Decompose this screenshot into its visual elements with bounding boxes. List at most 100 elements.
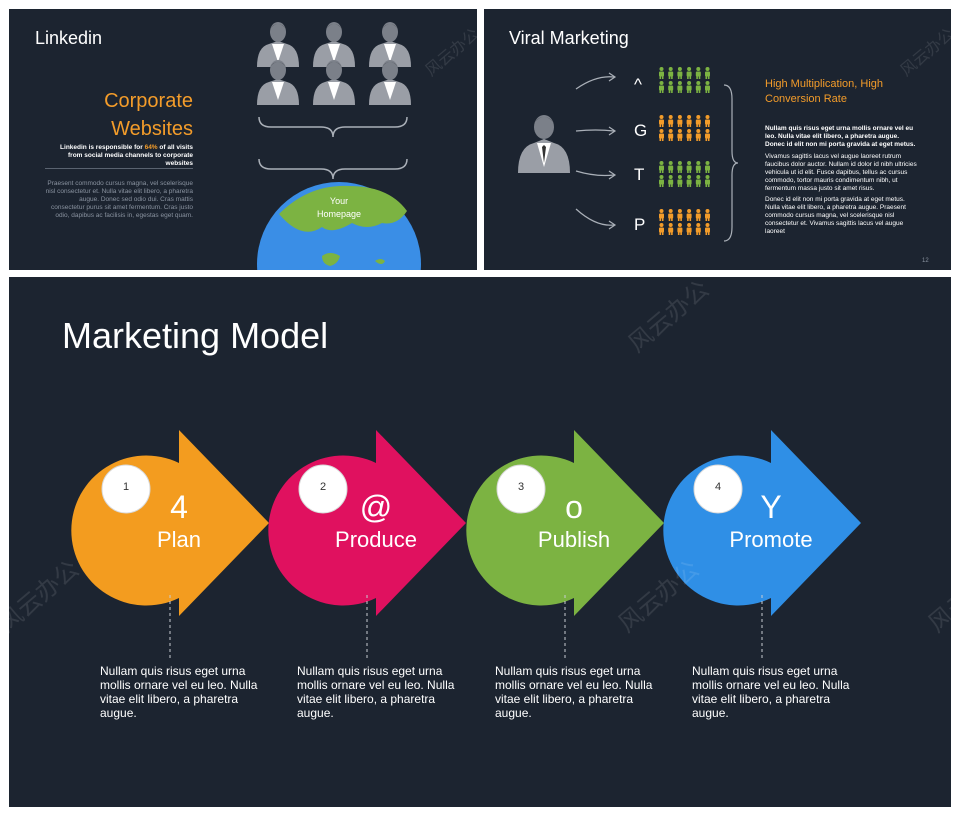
mini-person-icon	[705, 161, 710, 173]
mini-person-icon	[695, 209, 701, 221]
mini-person-icon	[686, 67, 692, 79]
mini-person-icon	[695, 115, 701, 127]
slide-viral-marketing: Viral Marketing ^ G T P High Multiplicat…	[484, 9, 951, 270]
people-group-icon	[257, 22, 411, 105]
arrow-head-icon	[608, 170, 617, 180]
person-icon	[313, 22, 355, 67]
slide1-divider	[45, 168, 193, 169]
person-icon	[257, 22, 299, 67]
slide2-heading-line2: Conversion Rate	[765, 93, 847, 105]
globe-icon	[257, 182, 421, 270]
step-icon: o	[565, 489, 583, 525]
step-shape	[466, 430, 664, 659]
channel-icon: G	[634, 121, 648, 140]
slide1-title: Linkedin	[35, 28, 103, 48]
step-number-circle	[496, 464, 546, 514]
slide1-stat: Linkedin is responsible for 64% of all v…	[49, 144, 193, 168]
step-icon: 4	[170, 489, 188, 525]
mini-person-icon	[668, 161, 674, 173]
mini-person-icon	[677, 67, 683, 79]
mini-person-icon	[686, 115, 692, 127]
mini-person-icon	[686, 129, 692, 141]
arrow-icon	[575, 129, 615, 132]
mini-person-icon	[659, 81, 664, 93]
brace-top-icon	[258, 116, 408, 138]
globe-label: Your Homepage	[304, 195, 374, 221]
slide1-graphics	[257, 22, 421, 270]
mini-person-icon	[705, 67, 710, 79]
step-number: 3	[517, 481, 525, 493]
mini-person-icon	[659, 67, 664, 79]
mini-person-icon	[677, 81, 683, 93]
person-icon	[369, 22, 411, 67]
arrow-icon	[575, 170, 615, 177]
mini-person-icon	[668, 81, 674, 93]
mini-person-icon	[668, 223, 674, 235]
mini-person-icon	[668, 67, 674, 79]
slide2-heading: High Multiplication, High Conversion Rat…	[765, 77, 915, 107]
mini-person-icon	[695, 81, 701, 93]
step-number: 1	[122, 481, 130, 493]
step-number-circle	[298, 464, 348, 514]
mini-person-icon	[677, 209, 683, 221]
globe-label-line1: Your	[329, 196, 349, 206]
mini-person-icon	[668, 129, 674, 141]
step-shape	[71, 430, 269, 659]
mini-person-icon	[695, 129, 701, 141]
step-label: Produce	[335, 527, 417, 552]
steps-graphics	[71, 430, 861, 659]
mini-person-icon	[677, 115, 683, 127]
slide1-heading-line1: Corporate	[104, 90, 193, 112]
mini-person-icon	[695, 67, 701, 79]
step-label: Publish	[537, 527, 611, 552]
mini-person-icon	[705, 209, 710, 221]
person-icon	[518, 115, 570, 173]
arrows-group	[575, 72, 617, 230]
mini-person-icon	[659, 115, 664, 127]
step-description: Nullam quis risus eget urna mollis ornar…	[297, 664, 455, 720]
channel-icon: ^	[634, 75, 642, 94]
step-shape	[268, 430, 466, 659]
mini-person-icon	[677, 161, 683, 173]
step-icon: Y	[760, 489, 782, 525]
step-description: Nullam quis risus eget urna mollis ornar…	[692, 664, 850, 720]
mini-person-icon	[705, 175, 710, 187]
slide1-heading: Corporate Websites	[49, 87, 193, 143]
mini-person-icon	[695, 161, 701, 173]
person-icon	[369, 60, 411, 105]
arrow-icon	[575, 208, 615, 226]
brace-bottom-icon	[258, 158, 408, 180]
step-description: Nullam quis risus eget urna mollis ornar…	[495, 664, 653, 720]
step-number-circle	[101, 464, 151, 514]
mini-person-icon	[659, 209, 664, 221]
slide2-para2: Vivamus sagittis lacus vel augue laoreet…	[765, 153, 917, 192]
mini-person-icon	[686, 209, 692, 221]
slide-linkedin: Linkedin Corporate Websites Linkedin is …	[9, 9, 477, 270]
stat-suffix: of all visits from social media channels…	[68, 144, 193, 167]
mini-person-icon	[659, 161, 664, 173]
slide2-title: Viral Marketing	[509, 28, 629, 48]
mini-person-icon	[686, 81, 692, 93]
slide1-body: Praesent commodo cursus magna, vel scele…	[45, 180, 193, 219]
person-icon	[313, 60, 355, 105]
mini-person-icon	[705, 223, 710, 235]
stat-highlight: 64%	[144, 144, 158, 151]
page-number: 12	[922, 258, 929, 264]
mini-person-icon	[686, 223, 692, 235]
step-number: 4	[714, 481, 722, 493]
slide2-heading-line1: High Multiplication, High	[765, 78, 883, 90]
mini-person-icon	[677, 175, 683, 187]
arrow-head-icon	[608, 126, 617, 136]
mini-person-icon	[705, 115, 710, 127]
mini-person-icon	[695, 175, 701, 187]
channel-icon: T	[634, 165, 645, 184]
mini-person-icon	[668, 209, 674, 221]
mini-person-icon	[668, 115, 674, 127]
step-shape	[663, 430, 861, 659]
step-number: 2	[319, 481, 327, 493]
arrow-head-icon	[608, 72, 617, 82]
arrow-head-icon	[608, 220, 617, 230]
globe-label-line2: Homepage	[316, 209, 362, 219]
slide2-para3: Donec id elit non mi porta gravida at eg…	[765, 196, 906, 235]
